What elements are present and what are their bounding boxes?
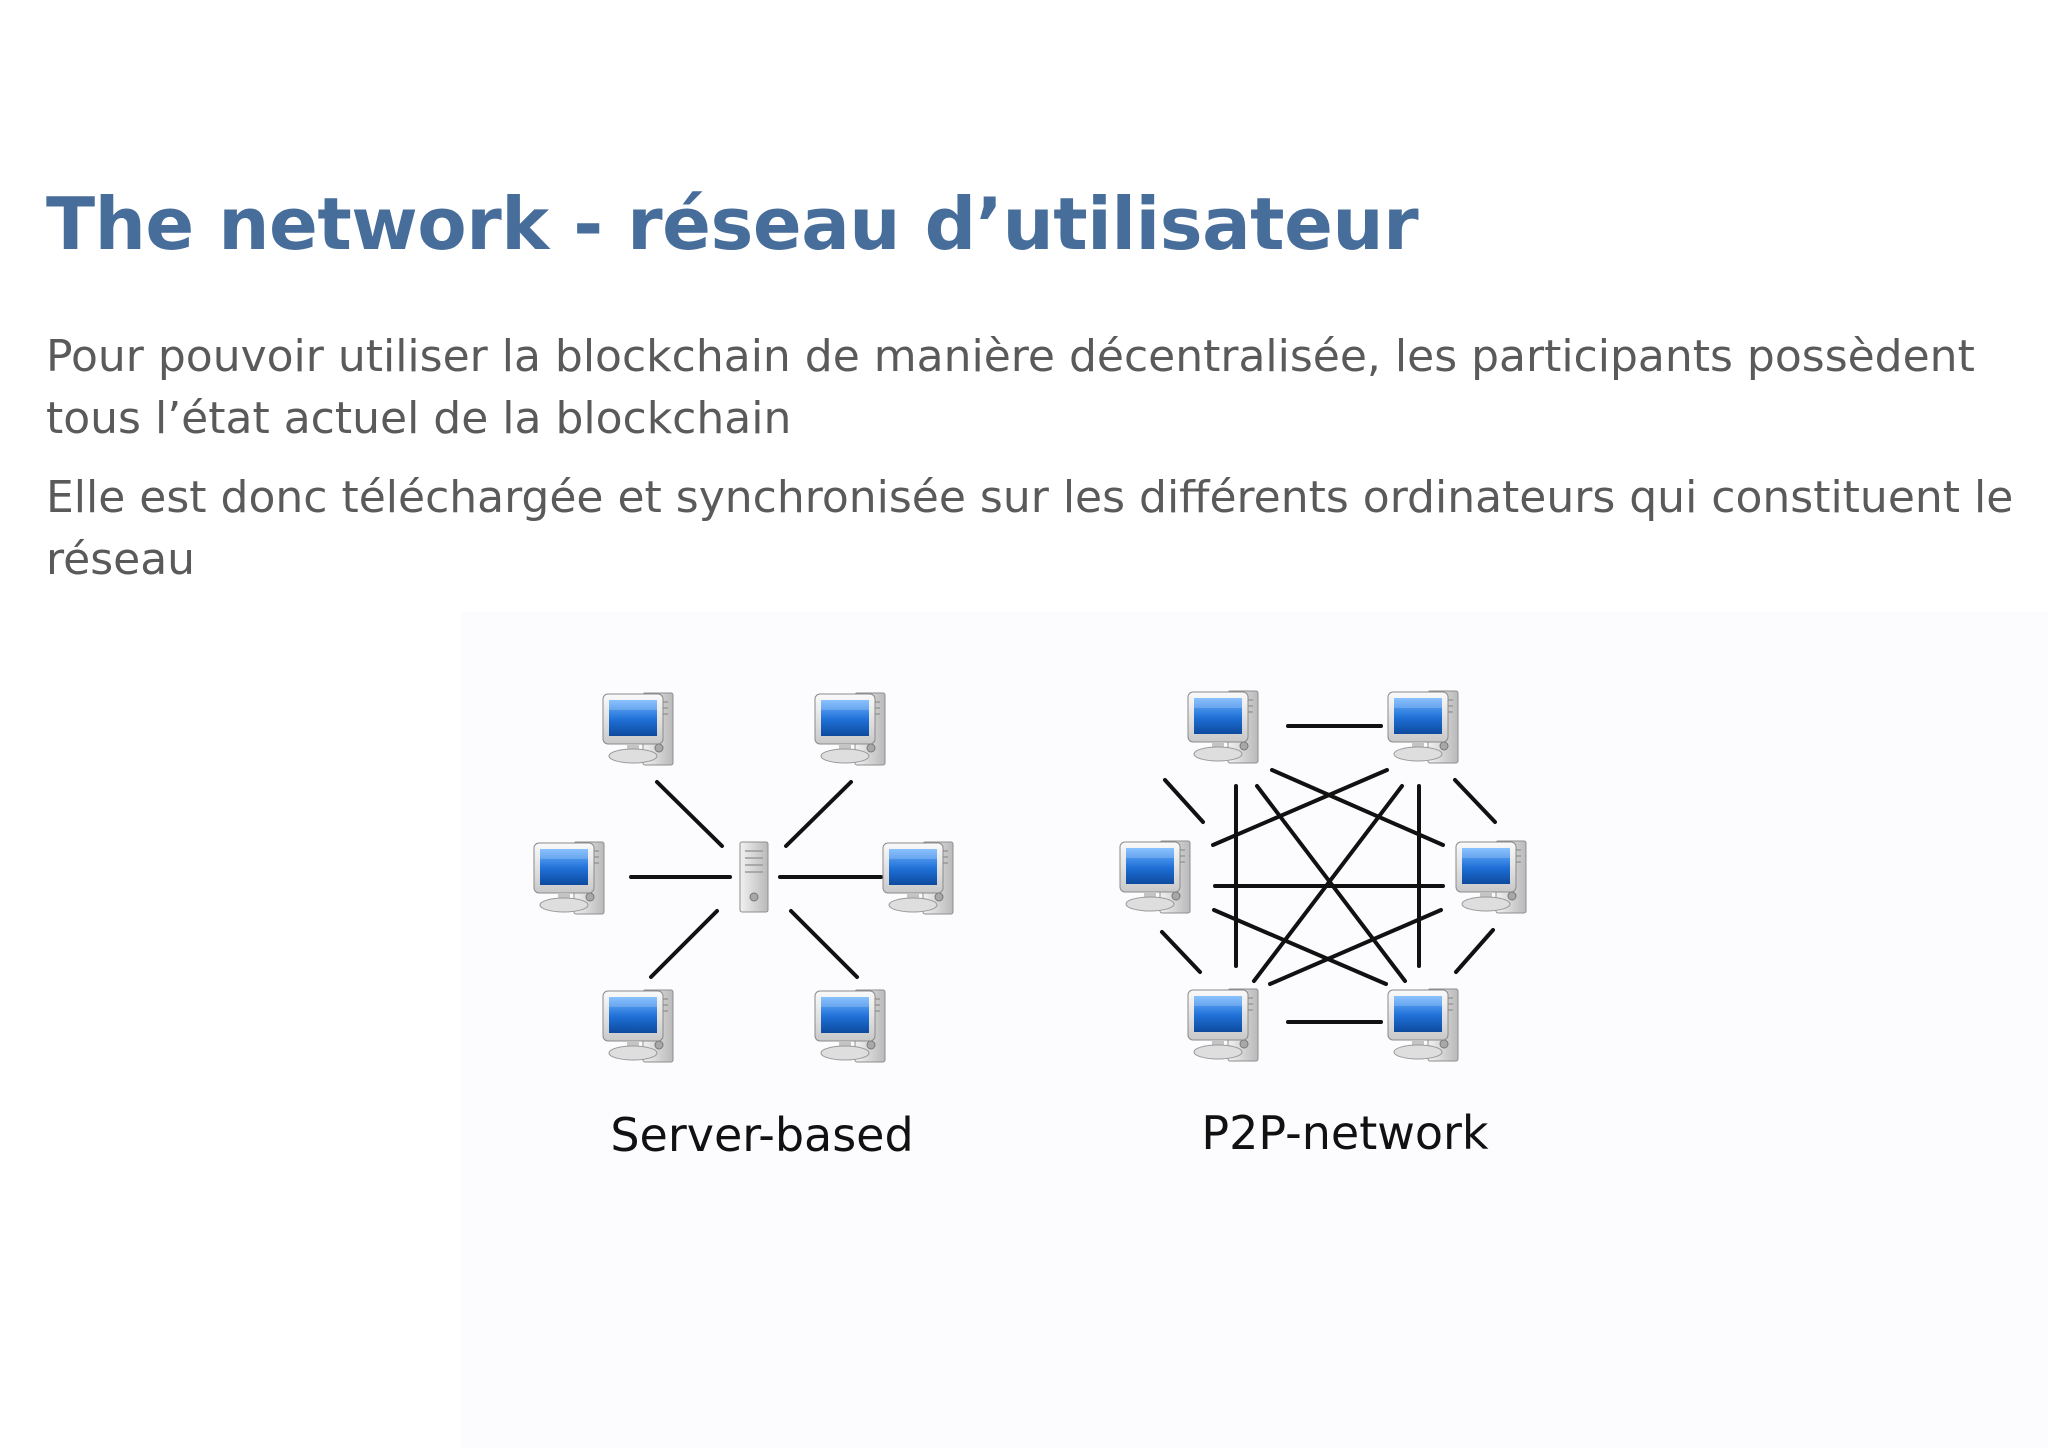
body-paragraph-1: Pour pouvoir utiliser la blockchain de m… xyxy=(46,331,1975,444)
slide-title: The network - réseau d’utilisateur xyxy=(46,182,1419,266)
body-paragraph-2: Elle est donc téléchargée et synchronisé… xyxy=(46,472,2014,585)
figure-background xyxy=(462,612,2048,1448)
